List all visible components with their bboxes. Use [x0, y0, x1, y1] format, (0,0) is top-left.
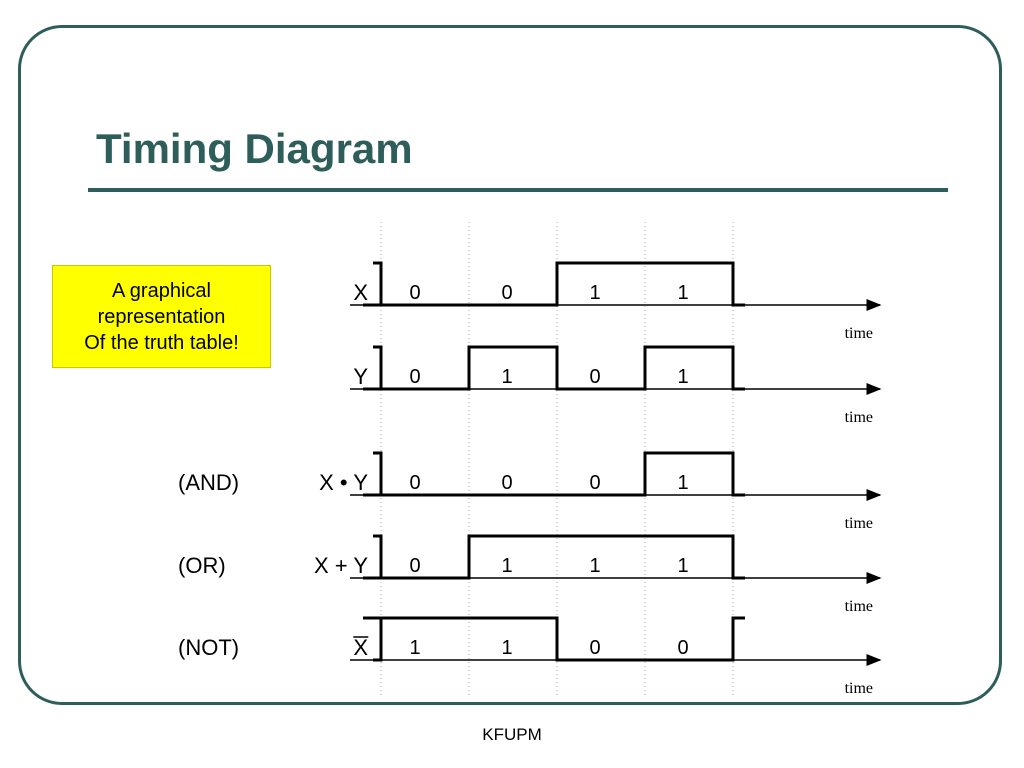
bit-value-label: 1	[501, 637, 512, 659]
waveform	[363, 345, 745, 391]
time-axis-label: time	[845, 598, 873, 615]
waveform-edge	[373, 618, 383, 662]
note-line: Of the truth table!	[84, 331, 239, 354]
waveform	[363, 451, 745, 497]
bit-value-label: 0	[409, 366, 420, 388]
waveform-edge	[373, 345, 383, 389]
bit-value-label: 1	[677, 555, 688, 577]
bit-value-label: 1	[677, 472, 688, 494]
bit-value-label: 0	[589, 637, 600, 659]
signal-name-label: X + Y	[314, 553, 368, 578]
bit-value-label: 1	[589, 282, 600, 304]
bit-value-label: 1	[589, 555, 600, 577]
bit-value-label: 0	[409, 282, 420, 304]
signal-name-label: Y	[353, 364, 368, 389]
bit-value-label: 0	[501, 282, 512, 304]
bit-value-label: 1	[677, 282, 688, 304]
operation-label: (NOT)	[178, 635, 239, 660]
time-axis-label: time	[845, 325, 873, 342]
note-line: representation	[97, 305, 226, 328]
waveform	[363, 261, 745, 307]
bit-value-label: 1	[501, 555, 512, 577]
bit-value-label: 0	[677, 637, 688, 659]
footer-text: KFUPM	[482, 725, 542, 744]
slide-title: Timing Diagram	[96, 125, 413, 172]
waveform	[363, 534, 745, 580]
operation-label: (AND)	[178, 470, 239, 495]
bit-value-label: 1	[409, 637, 420, 659]
operation-label: (OR)	[178, 553, 226, 578]
title-underline	[88, 188, 948, 192]
bit-value-label: 0	[589, 472, 600, 494]
note-line: A graphical	[112, 279, 211, 302]
signal-name-label: X • Y	[319, 470, 368, 495]
bit-value-label: 0	[589, 366, 600, 388]
bit-value-label: 0	[409, 555, 420, 577]
bit-value-label: 1	[677, 366, 688, 388]
waveform-edge	[373, 534, 383, 578]
waveform-edge	[373, 451, 383, 495]
signal-name-label: X	[353, 635, 368, 660]
time-axis-label: time	[845, 409, 873, 426]
bit-value-label: 1	[501, 366, 512, 388]
definition-note: A graphical representation Of the truth …	[52, 265, 271, 368]
signal-name-label: X	[353, 280, 368, 305]
bit-value-label: 0	[409, 472, 420, 494]
time-axis-label: time	[845, 680, 873, 697]
waveform	[363, 616, 745, 662]
bit-value-label: 0	[501, 472, 512, 494]
waveform-edge	[373, 261, 383, 305]
time-axis-label: time	[845, 515, 873, 532]
slide-frame	[18, 25, 1002, 705]
